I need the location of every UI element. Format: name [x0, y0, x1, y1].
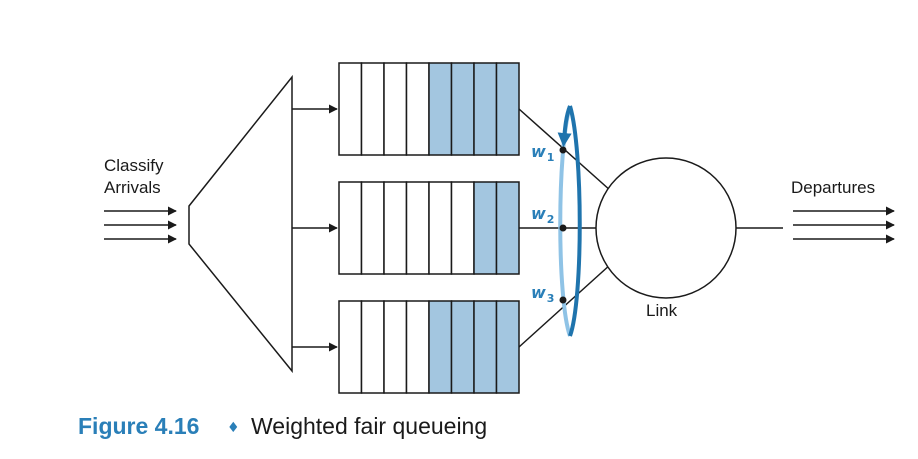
- queue-slot-filled: [495, 181, 520, 275]
- departures-label: Departures: [791, 178, 875, 197]
- queue-slot-empty: [338, 62, 363, 156]
- queue-slot-filled: [495, 62, 520, 156]
- queue-slot-empty: [405, 300, 430, 394]
- queue-slot-empty: [338, 181, 363, 275]
- queue-slot-empty: [405, 62, 430, 156]
- queue-slot-empty: [338, 300, 363, 394]
- classifier-arrows: [292, 104, 338, 352]
- queue-slot-empty: [428, 181, 453, 275]
- link-circle: [595, 157, 737, 299]
- scheduler-ring-arrow: [557, 105, 572, 147]
- weight-label-2: w2: [531, 204, 554, 226]
- figure-caption: Figure 4.16 ♦ Weighted fair queueing: [78, 413, 487, 439]
- classify-label: Classify: [104, 156, 164, 175]
- queue-2: [338, 181, 520, 275]
- weight-label-3: w3: [531, 283, 554, 305]
- queue-slot-filled: [473, 300, 498, 394]
- weight-dot-2: [559, 224, 567, 232]
- link-label: Link: [646, 301, 678, 320]
- queues: [338, 62, 520, 394]
- queue-1: [338, 62, 520, 156]
- weight-label-1: w1: [531, 142, 554, 164]
- queue-slot-filled: [495, 300, 520, 394]
- queue-slot-empty: [383, 300, 408, 394]
- queue-slot-filled: [473, 181, 498, 275]
- scheduler-ring-front: [568, 105, 582, 337]
- queue-3: [338, 300, 520, 394]
- queue-slot-empty: [405, 181, 430, 275]
- arrivals-label: Arrivals: [104, 178, 161, 197]
- queue-slot-filled: [473, 62, 498, 156]
- queue-slot-empty: [450, 181, 475, 275]
- weight-dot-1: [559, 146, 567, 154]
- queue-slot-filled: [428, 300, 453, 394]
- caption-number: Figure 4.16: [78, 413, 199, 439]
- queue-slot-empty: [383, 181, 408, 275]
- classifier-block: [188, 74, 293, 374]
- caption-title: Weighted fair queueing: [251, 413, 487, 439]
- queue-slot-filled: [450, 62, 475, 156]
- queue-slot-empty: [360, 300, 385, 394]
- queue-slot-filled: [450, 300, 475, 394]
- queue-slot-empty: [383, 62, 408, 156]
- departure-arrows: [793, 206, 895, 244]
- arrival-arrows: [104, 206, 177, 244]
- weight-dot-3: [559, 296, 567, 304]
- queue-slot-filled: [428, 62, 453, 156]
- caption-separator: ♦: [227, 420, 240, 436]
- queue-slot-empty: [360, 181, 385, 275]
- queue-slot-empty: [360, 62, 385, 156]
